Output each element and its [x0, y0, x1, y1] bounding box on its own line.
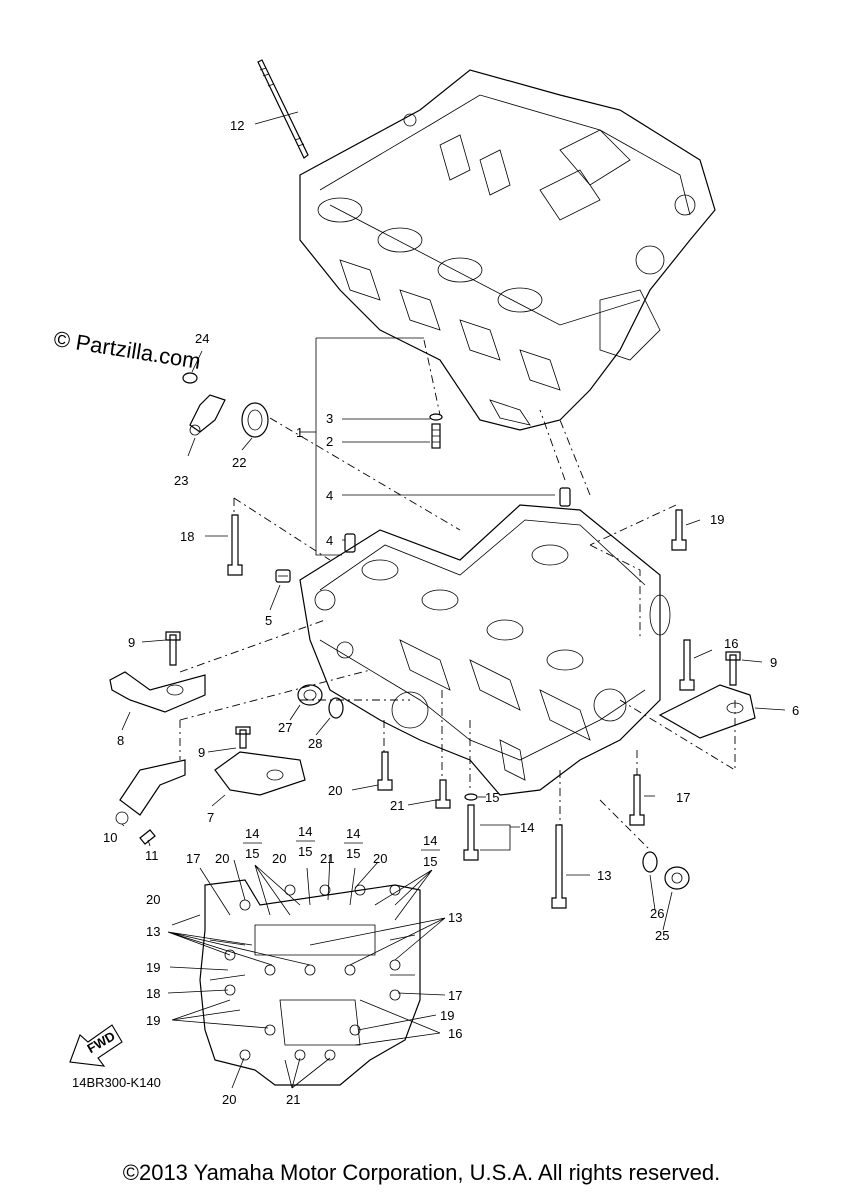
- dowel-pin-4a: [559, 487, 571, 507]
- callout-20: 20: [328, 783, 342, 798]
- bv-20b: 20: [272, 851, 286, 866]
- bv-19b: 19: [146, 1013, 160, 1028]
- callout-28: 28: [308, 736, 322, 751]
- callout-1: 1: [296, 425, 303, 440]
- bv-20d: 20: [146, 892, 160, 907]
- copyright-notice: ©2013 Yamaha Motor Corporation, U.S.A. A…: [122, 1160, 721, 1185]
- bv-15c: 15: [346, 846, 360, 861]
- o-ring-3: [429, 413, 443, 421]
- callout-11: 11: [145, 848, 159, 863]
- drain-plug-25: [664, 866, 690, 890]
- callout-9b: 9: [198, 745, 205, 760]
- bv-21b: 21: [286, 1092, 300, 1107]
- bv-13b: 13: [448, 910, 462, 925]
- bolt-18: [227, 514, 243, 576]
- stud-bolt-12: [257, 59, 309, 159]
- callout-24: 24: [195, 331, 209, 346]
- bv-20e: 20: [222, 1092, 236, 1107]
- callout-labels: 12 24 3 1 2 23 22 4 4 18 19 5 9 16 9 6 2…: [103, 118, 799, 943]
- washer-15: [464, 793, 478, 801]
- plate-6: [658, 684, 756, 739]
- bolt-14: [463, 804, 479, 861]
- callout-18: 18: [180, 529, 194, 544]
- bv-15d: 15: [423, 854, 437, 869]
- bolt-16: [679, 639, 695, 691]
- callout-5: 5: [265, 613, 272, 628]
- bolt-17: [629, 774, 645, 826]
- bv-15b: 15: [298, 844, 312, 859]
- lower-crankcase: [299, 504, 671, 796]
- bracket-23: [189, 394, 226, 436]
- oil-jet-2: [431, 423, 441, 449]
- gasket-26: [642, 851, 658, 873]
- bv-20a: 20: [215, 851, 229, 866]
- callout-9a: 9: [128, 635, 135, 650]
- callout-17: 17: [676, 790, 690, 805]
- phantom-lines: [179, 339, 736, 851]
- callout-13: 13: [597, 868, 611, 883]
- fwd-arrow-icon: FWD: [69, 1024, 123, 1067]
- bolt-21: [435, 779, 451, 809]
- bolt-11: [139, 829, 156, 845]
- callout-4b: 4: [326, 533, 333, 548]
- plug-5: [275, 569, 291, 583]
- callout-19: 19: [710, 512, 724, 527]
- callout-25: 25: [655, 928, 669, 943]
- bv-17b: 17: [448, 988, 462, 1003]
- bv-19a: 19: [146, 960, 160, 975]
- bv-21: 21: [320, 851, 334, 866]
- bracket-10: [115, 759, 186, 825]
- bv-20c: 20: [373, 851, 387, 866]
- bv-15a: 15: [245, 846, 259, 861]
- bv-19c: 19: [440, 1008, 454, 1023]
- callout-2: 2: [326, 434, 333, 449]
- bv-14b: 14: [298, 824, 312, 839]
- callout-26: 26: [650, 906, 664, 921]
- oil-seal-22: [241, 402, 269, 438]
- leader-lines: [121, 111, 786, 931]
- plate-7: [214, 751, 306, 796]
- callout-8: 8: [117, 733, 124, 748]
- bv-14c: 14: [346, 826, 360, 841]
- callout-4a: 4: [326, 488, 333, 503]
- callout-27: 27: [278, 720, 292, 735]
- grommet-24: [182, 372, 198, 384]
- bolt-13: [551, 824, 567, 909]
- bolt-9: [165, 631, 741, 749]
- plate-8: [109, 671, 206, 713]
- plug-27: [297, 684, 323, 706]
- bottom-view-crankcase: [199, 879, 421, 1086]
- bottom-view-leader-lines: [167, 854, 446, 1089]
- callout-7: 7: [207, 810, 214, 825]
- callout-23: 23: [174, 473, 188, 488]
- dowel-pin-4b: [344, 533, 356, 553]
- callout-22: 22: [232, 455, 246, 470]
- callout-10: 10: [103, 830, 117, 845]
- upper-crankcase: [299, 69, 716, 431]
- diagram-code: 14BR300-K140: [72, 1075, 161, 1090]
- callout-15: 15: [485, 790, 499, 805]
- callout-9c: 9: [770, 655, 777, 670]
- callout-6: 6: [792, 703, 799, 718]
- callout-14: 14: [520, 820, 534, 835]
- bv-14a: 14: [245, 826, 259, 841]
- callout-12: 12: [230, 118, 244, 133]
- bv-17: 17: [186, 851, 200, 866]
- bv-16: 16: [448, 1026, 462, 1041]
- bv-14d: 14: [423, 833, 437, 848]
- bolt-20: [377, 751, 393, 791]
- bottom-view-labels: 14 15 14 15 14 15 14 15 17 20 20 21 20 2…: [146, 824, 462, 1107]
- o-ring-28: [328, 697, 344, 719]
- bv-13a: 13: [146, 924, 160, 939]
- callout-16: 16: [724, 636, 738, 651]
- bolt-19: [671, 509, 687, 551]
- callout-3: 3: [326, 411, 333, 426]
- callout-21: 21: [390, 798, 404, 813]
- bv-18: 18: [146, 986, 160, 1001]
